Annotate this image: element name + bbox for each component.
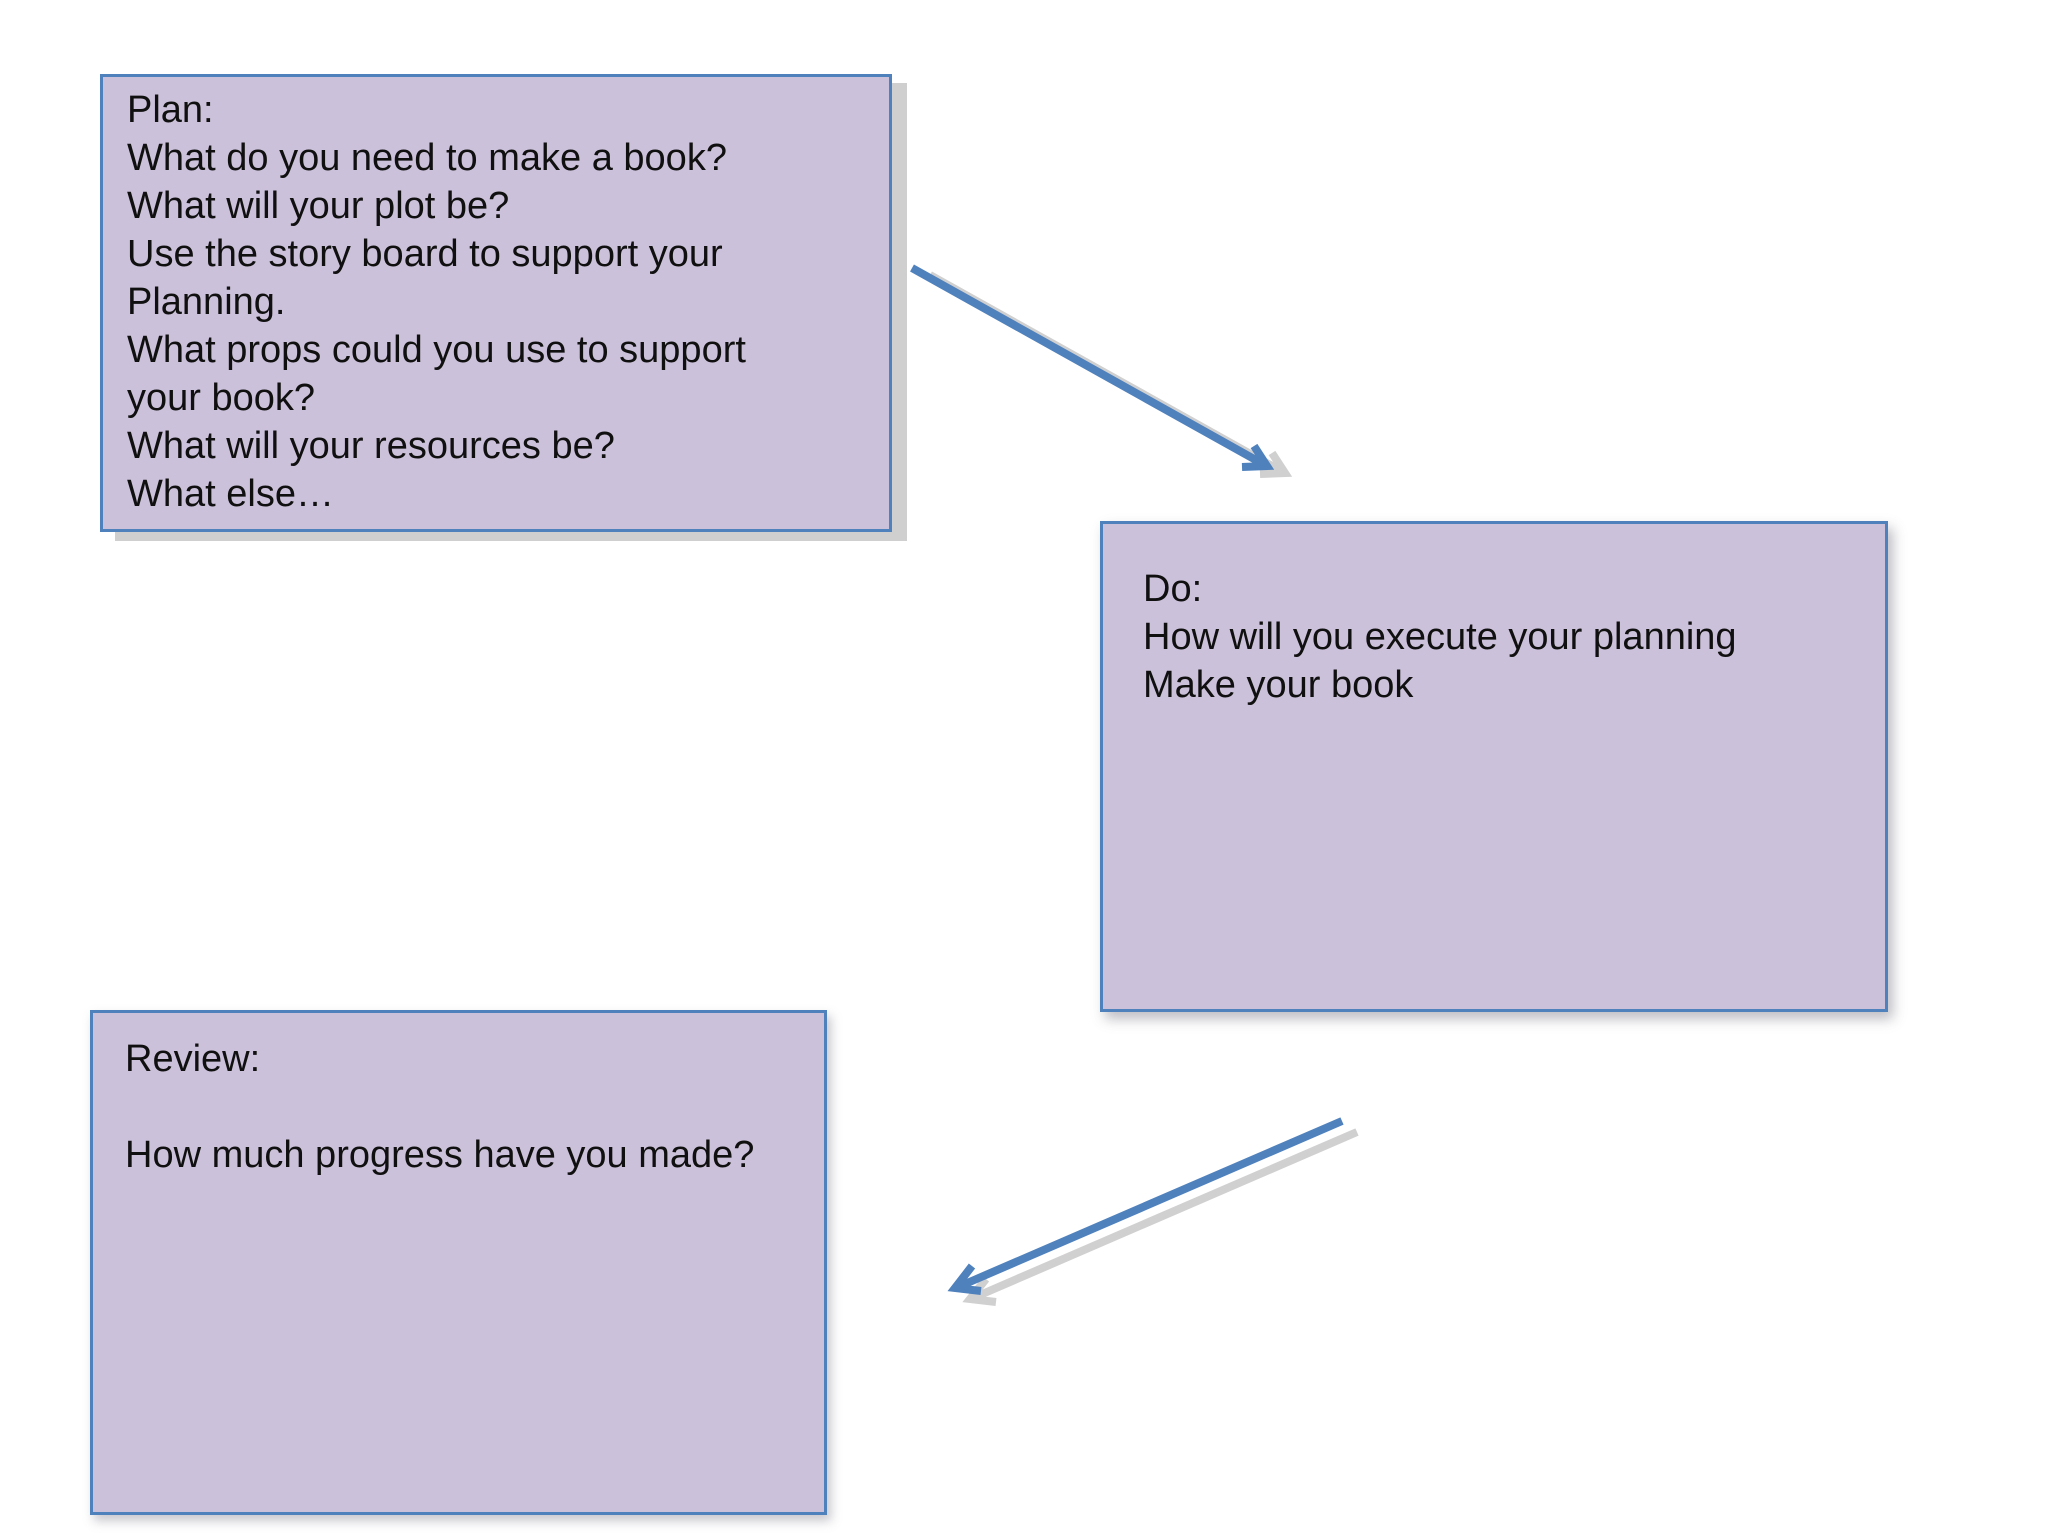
review-box: Review: How much progress have you made? xyxy=(90,1010,827,1515)
arrow-do-to-review-icon xyxy=(947,1117,1344,1295)
arrow-plan-to-do xyxy=(910,264,1293,478)
review-box-text: Review: How much progress have you made? xyxy=(125,1038,755,1176)
do-box-text: Do: How will you execute your planning M… xyxy=(1143,568,1737,706)
plan-box-text: Plan: What do you need to make a book? W… xyxy=(127,89,746,515)
arrow-plan-to-do-shadow xyxy=(928,271,1293,478)
plan-box: Plan: What do you need to make a book? W… xyxy=(100,74,892,532)
arrow-do-to-review xyxy=(947,1117,1359,1306)
arrow-plan-to-do-icon xyxy=(910,264,1275,471)
do-box: Do: How will you execute your planning M… xyxy=(1100,521,1888,1012)
arrow-do-to-review-shadow xyxy=(962,1128,1359,1306)
